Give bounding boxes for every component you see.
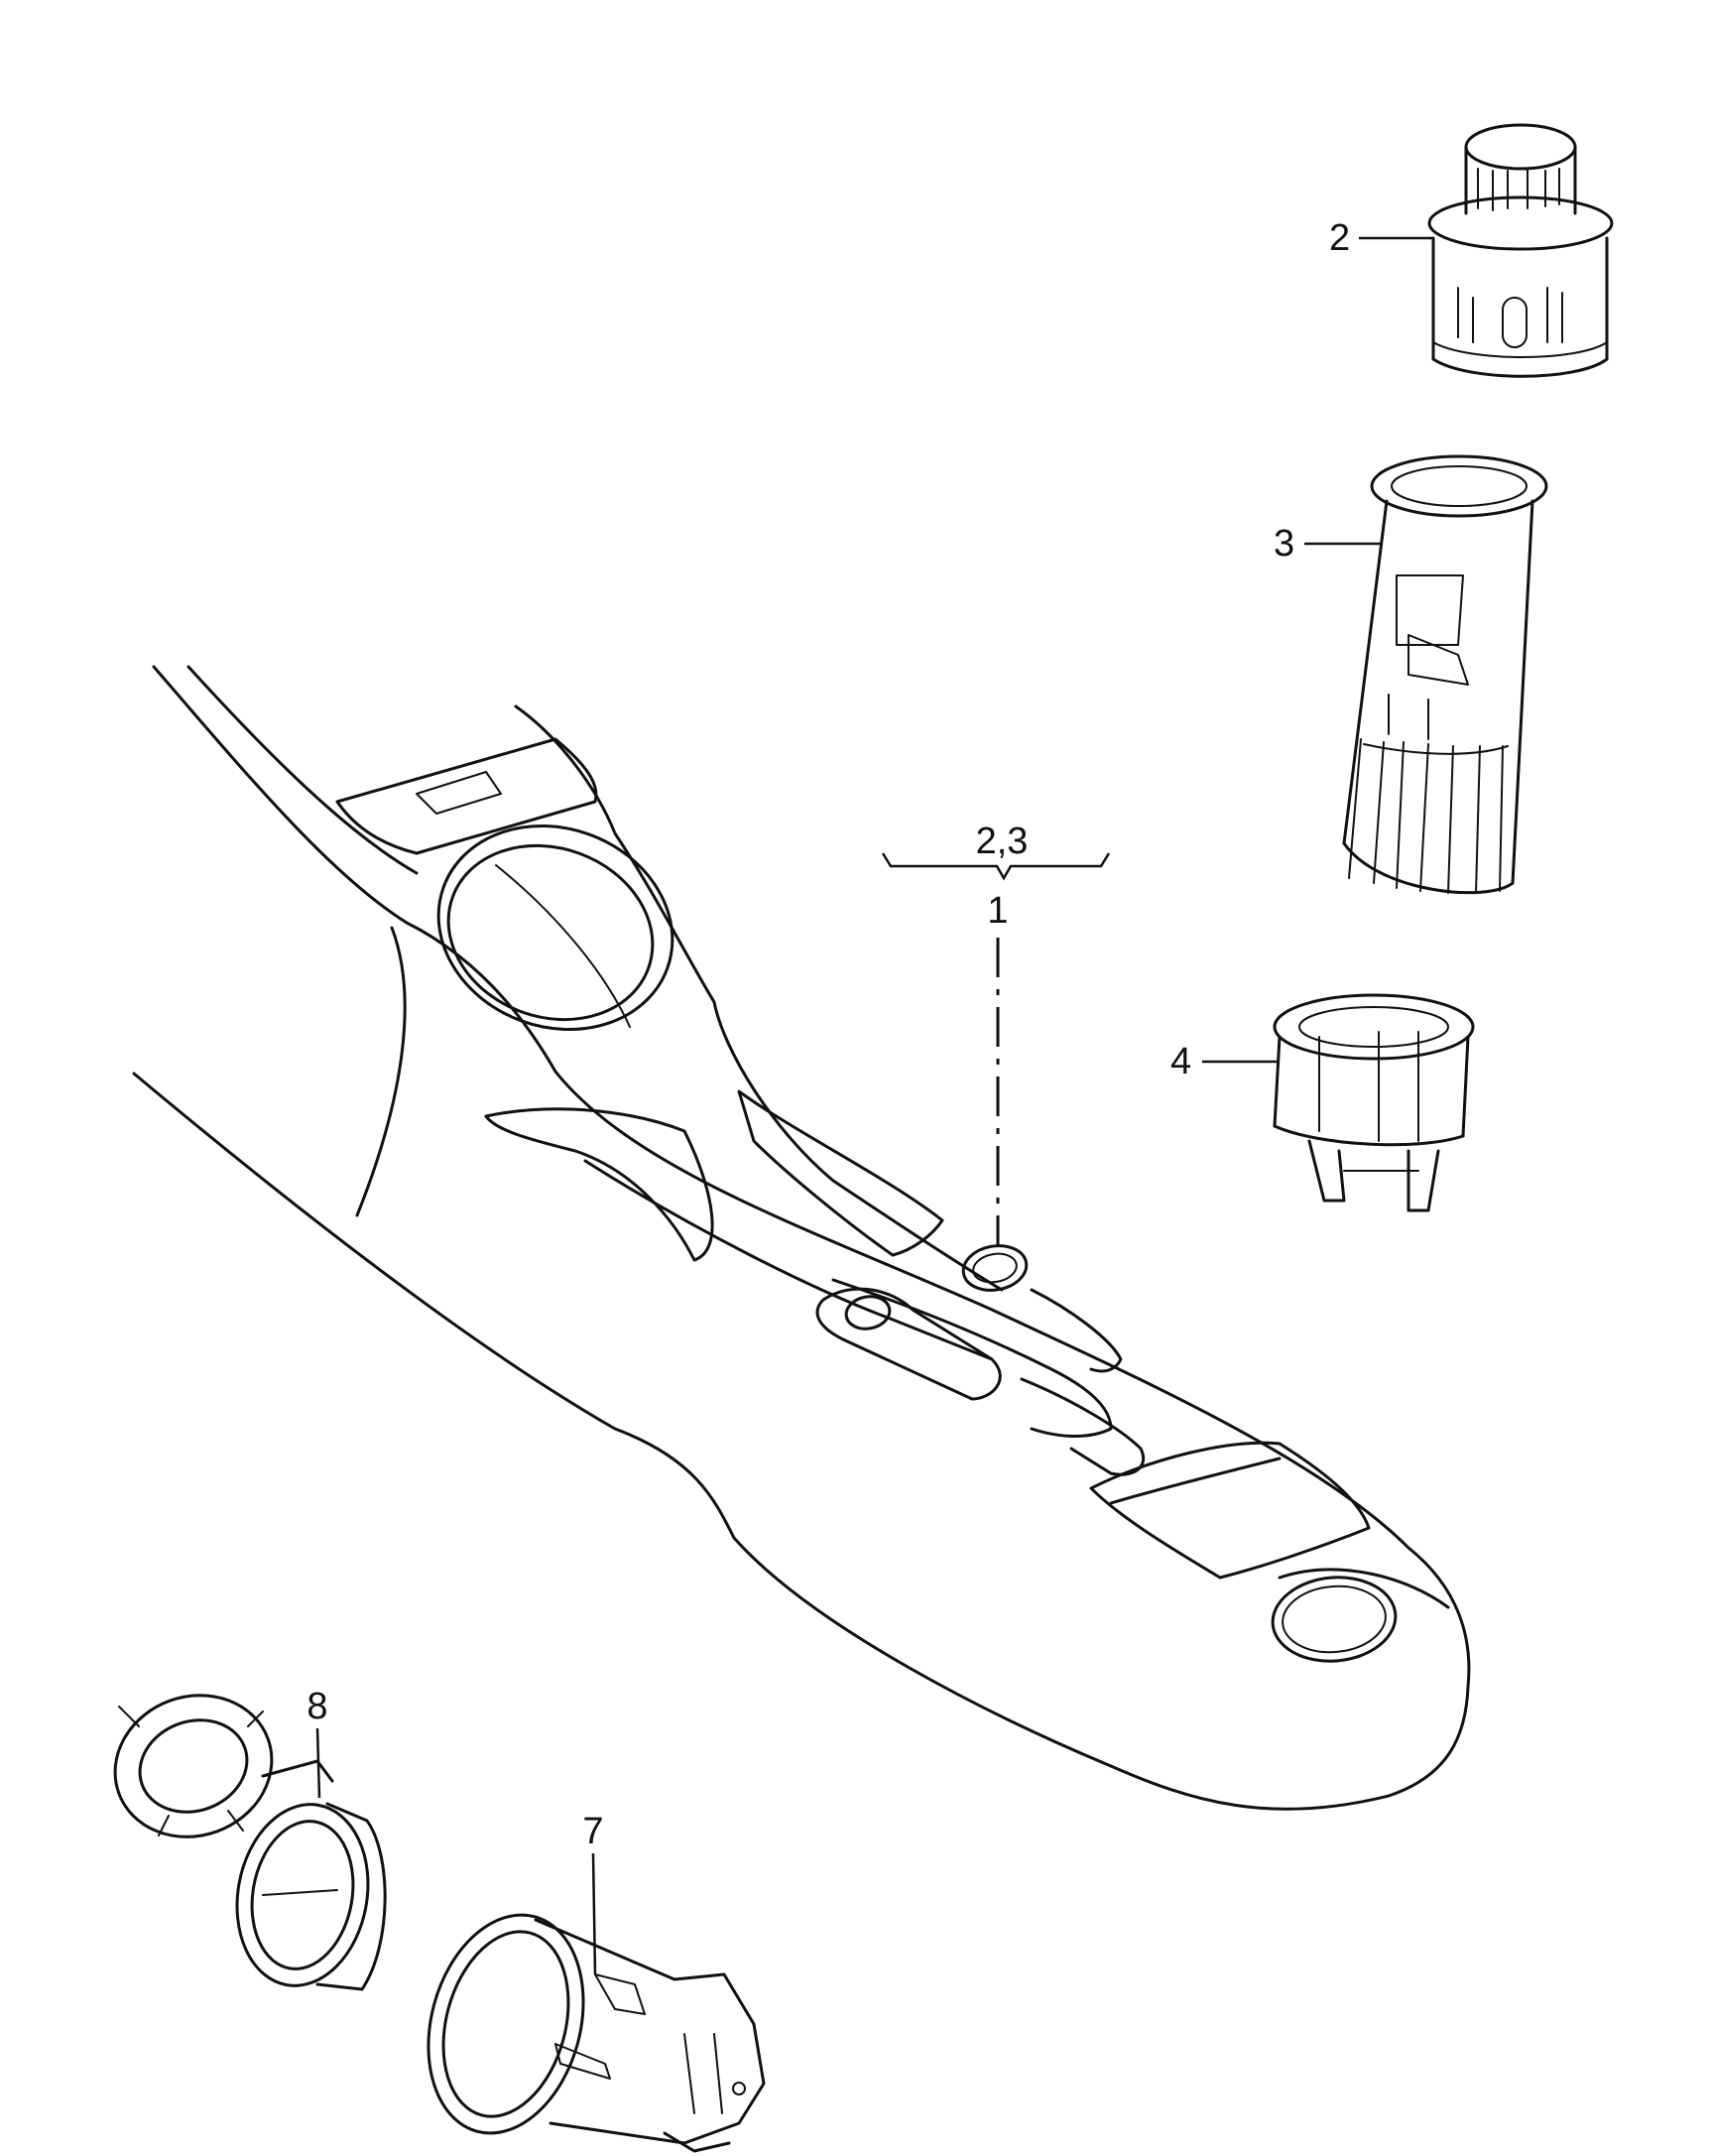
callout-label-2-3: 2,3 <box>976 821 1029 862</box>
part-3-socket-sleeve-illustration <box>1342 454 1548 895</box>
callout-label-8: 8 <box>306 1686 327 1727</box>
part-7-housing-illustration <box>427 1913 766 2153</box>
part-4-retainer-illustration <box>1273 993 1475 1212</box>
part-8-cap-illustration <box>113 1694 387 1991</box>
callout-label-1: 1 <box>987 890 1008 932</box>
callouts: 2,3 1 2 3 4 8 7 <box>306 217 1433 1975</box>
callout-label-3: 3 <box>1274 523 1294 565</box>
leader-line-7 <box>591 1852 597 1975</box>
part-2-plug-illustration <box>1427 123 1614 378</box>
callout-label-7: 7 <box>582 1811 603 1852</box>
group-bracket <box>881 852 1111 881</box>
leader-line-8 <box>315 1727 321 1799</box>
callout-label-2: 2 <box>1329 217 1350 259</box>
center-console-illustration <box>132 665 1471 1811</box>
callout-label-4: 4 <box>1170 1041 1191 1082</box>
